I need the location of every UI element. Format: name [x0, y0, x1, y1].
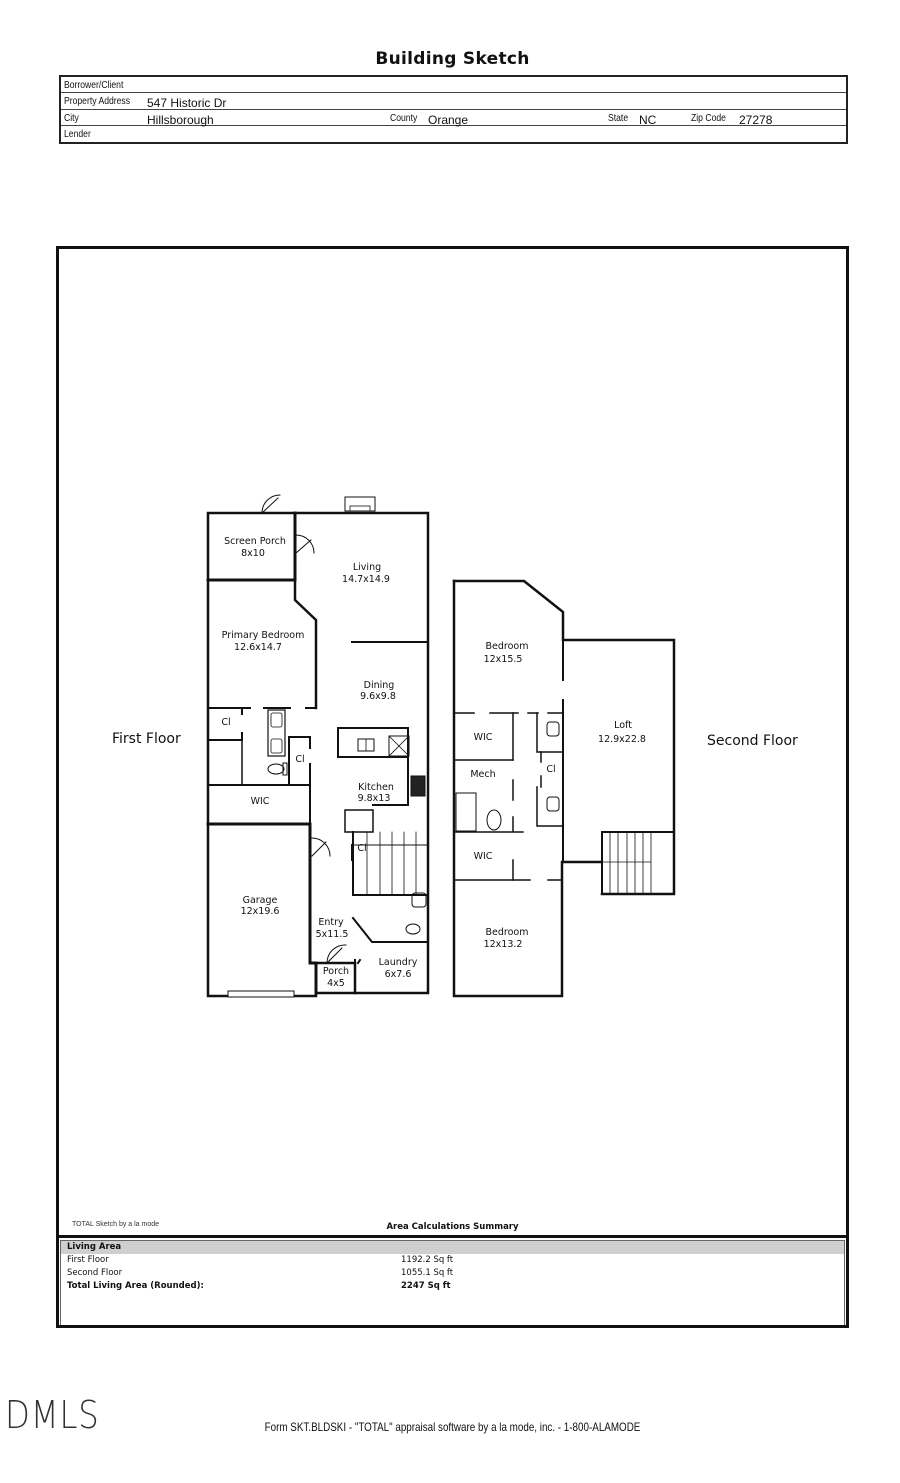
- room-name: Dining: [364, 680, 395, 691]
- first-floor-room-labels: Screen Porch 8x10 Living 14.7x14.9 Prima…: [221, 536, 417, 989]
- area-row-first-floor: First Floor 1192.2 Sq ft: [61, 1254, 844, 1267]
- city-row: City Hillsborough County Orange State NC…: [61, 110, 846, 127]
- room-dims: 12.6x14.7: [234, 642, 282, 653]
- city-value: Hillsborough: [147, 112, 214, 127]
- room-dims: 12x15.5: [484, 654, 523, 665]
- area-row-value: 1055.1 Sq ft: [401, 1268, 454, 1278]
- room-name: Bedroom: [486, 641, 529, 652]
- room-name: Primary Bedroom: [222, 630, 305, 641]
- second-floor-room-labels: Bedroom 12x15.5 Loft 12.9x22.8 WIC Cl Me…: [470, 641, 646, 950]
- room-dims: 6x7.6: [385, 969, 412, 980]
- area-row-second-floor: Second Floor 1055.1 Sq ft: [61, 1267, 844, 1280]
- room-name: Garage: [243, 895, 278, 906]
- room-dims: 12x13.2: [484, 939, 523, 950]
- borrower-row: Borrower/Client: [61, 77, 846, 94]
- room-name: Living: [353, 562, 381, 573]
- room-dims: 5x11.5: [316, 929, 349, 940]
- address-row: Property Address 547 Historic Dr: [61, 93, 846, 111]
- state-label: State: [608, 111, 629, 124]
- county-value: Orange: [428, 112, 469, 127]
- area-row-value: 1192.2 Sq ft: [401, 1255, 454, 1265]
- second-floor-plan: [452, 579, 676, 998]
- room-name: Bedroom: [486, 927, 529, 938]
- lender-row: Lender: [61, 126, 846, 142]
- room-name: Screen Porch: [224, 536, 286, 547]
- room-name: Cl: [546, 764, 555, 775]
- document-title: Building Sketch: [375, 49, 530, 69]
- property-info-table: Borrower/Client Property Address 547 His…: [59, 75, 848, 144]
- software-credit: TOTAL Sketch by a la mode: [72, 1221, 160, 1228]
- city-label: City: [64, 111, 79, 124]
- county-label: County: [390, 111, 418, 124]
- sketch-frame: First Floor Second Floor Screen Porch 8x…: [56, 246, 849, 1328]
- room-dims: 12x19.6: [241, 906, 280, 917]
- borrower-label: Borrower/Client: [64, 79, 124, 91]
- address-value: 547 Historic Dr: [147, 96, 227, 111]
- first-floor-label: First Floor: [112, 731, 181, 747]
- address-label: Property Address: [64, 95, 131, 108]
- room-name: Cl: [295, 754, 304, 765]
- dmls-watermark-logo: DMLS: [5, 1393, 100, 1437]
- room-dims: 9.6x9.8: [360, 691, 396, 702]
- room-name: WIC: [251, 796, 270, 807]
- second-floor-label: Second Floor: [707, 733, 798, 749]
- room-name: Laundry: [379, 957, 418, 968]
- room-name: Entry: [318, 917, 344, 928]
- lender-label: Lender: [64, 127, 91, 140]
- first-floor-plan: [206, 494, 430, 998]
- room-name: Kitchen: [358, 782, 394, 793]
- room-name: WIC: [474, 732, 493, 743]
- state-value: NC: [639, 112, 657, 127]
- total-label: Total Living Area (Rounded):: [67, 1281, 204, 1291]
- total-value: 2247 Sq ft: [401, 1281, 451, 1291]
- room-dims: 4x5: [327, 978, 345, 989]
- room-dims: 8x10: [241, 548, 265, 559]
- room-name: Cl: [221, 717, 230, 728]
- area-row-label: Second Floor: [67, 1268, 123, 1278]
- floor-plan-drawing: First Floor Second Floor Screen Porch 8x…: [112, 494, 798, 998]
- area-summary-title: Area Calculations Summary: [386, 1222, 519, 1232]
- room-name: Mech: [470, 769, 495, 780]
- zip-label: Zip Code: [691, 111, 726, 124]
- zip-value: 27278: [739, 112, 773, 127]
- room-name: Cl: [357, 843, 366, 854]
- room-name: WIC: [474, 851, 493, 862]
- living-area-header: Living Area: [61, 1241, 844, 1254]
- area-row-total: Total Living Area (Rounded): 2247 Sq ft: [61, 1280, 844, 1293]
- room-dims: 12.9x22.8: [598, 734, 646, 745]
- room-name: Porch: [323, 966, 349, 977]
- area-row-label: First Floor: [67, 1255, 109, 1265]
- room-name: Loft: [614, 720, 632, 731]
- room-dims: 9.8x13: [358, 793, 391, 804]
- area-summary-table: Living Area First Floor 1192.2 Sq ft Sec…: [59, 1235, 846, 1325]
- room-dims: 14.7x14.9: [342, 574, 390, 585]
- form-footer: Form SKT.BLDSKI - "TOTAL" appraisal soft…: [264, 1420, 641, 1434]
